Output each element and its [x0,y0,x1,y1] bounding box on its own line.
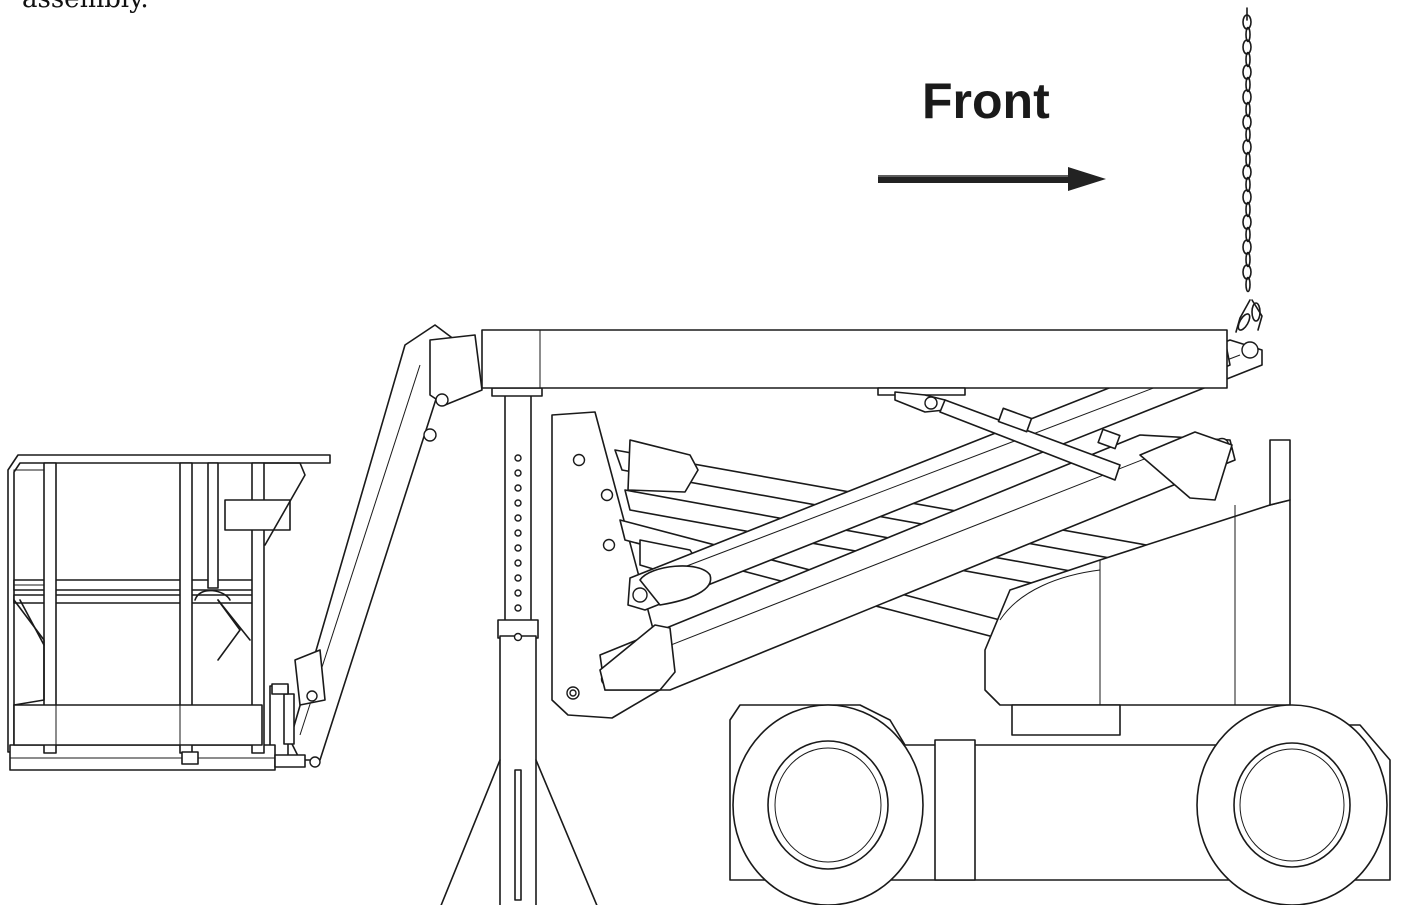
chain-link [1242,239,1252,255]
jack-stand-hole [514,544,522,552]
jack-stand-hole [514,469,522,477]
jack-stand-hole [514,529,522,537]
chain-link [1245,201,1251,218]
chain-link [1245,176,1251,193]
chain-link [1245,126,1251,143]
work-platform [7,454,331,771]
lower-link-arm [599,431,1236,691]
jack-stand-hole [514,589,522,597]
chain-link [1242,39,1252,55]
jack-stand-hole [514,514,522,522]
jack-stand-hole [514,484,522,492]
chain-link [1245,276,1251,293]
chain-link [1245,151,1251,168]
chain-link [1245,51,1251,68]
chain-link [1242,189,1252,205]
chain-link [1242,264,1252,280]
front-wheel [1196,704,1388,906]
caption-text: assembly. [22,0,149,14]
chain-link [1245,26,1251,43]
jack-stand [439,387,599,909]
chain-link [1245,101,1251,118]
jack-stand-hole [514,559,522,567]
jack-stand-hole [514,499,522,507]
right-arrow-icon [878,167,1106,191]
lifting-chain [1235,7,1263,333]
jack-stand-hole [514,574,522,582]
chain-link [1242,139,1252,155]
chain-link [1245,251,1251,268]
chain-link [1242,164,1252,180]
chain-link [1242,89,1252,105]
rear-wheel [732,704,924,906]
chain-link [1242,114,1252,130]
jack-stand-hole [514,454,522,462]
chain-link [1245,76,1251,93]
jack-stand-hole [514,604,522,612]
front-label: Front [922,73,1050,129]
platform-rotator [269,683,295,757]
chain-link [1245,226,1251,243]
chain-link [1242,214,1252,230]
main-boom [481,329,1228,481]
chain-link [1242,64,1252,80]
jib-boom [289,324,483,768]
